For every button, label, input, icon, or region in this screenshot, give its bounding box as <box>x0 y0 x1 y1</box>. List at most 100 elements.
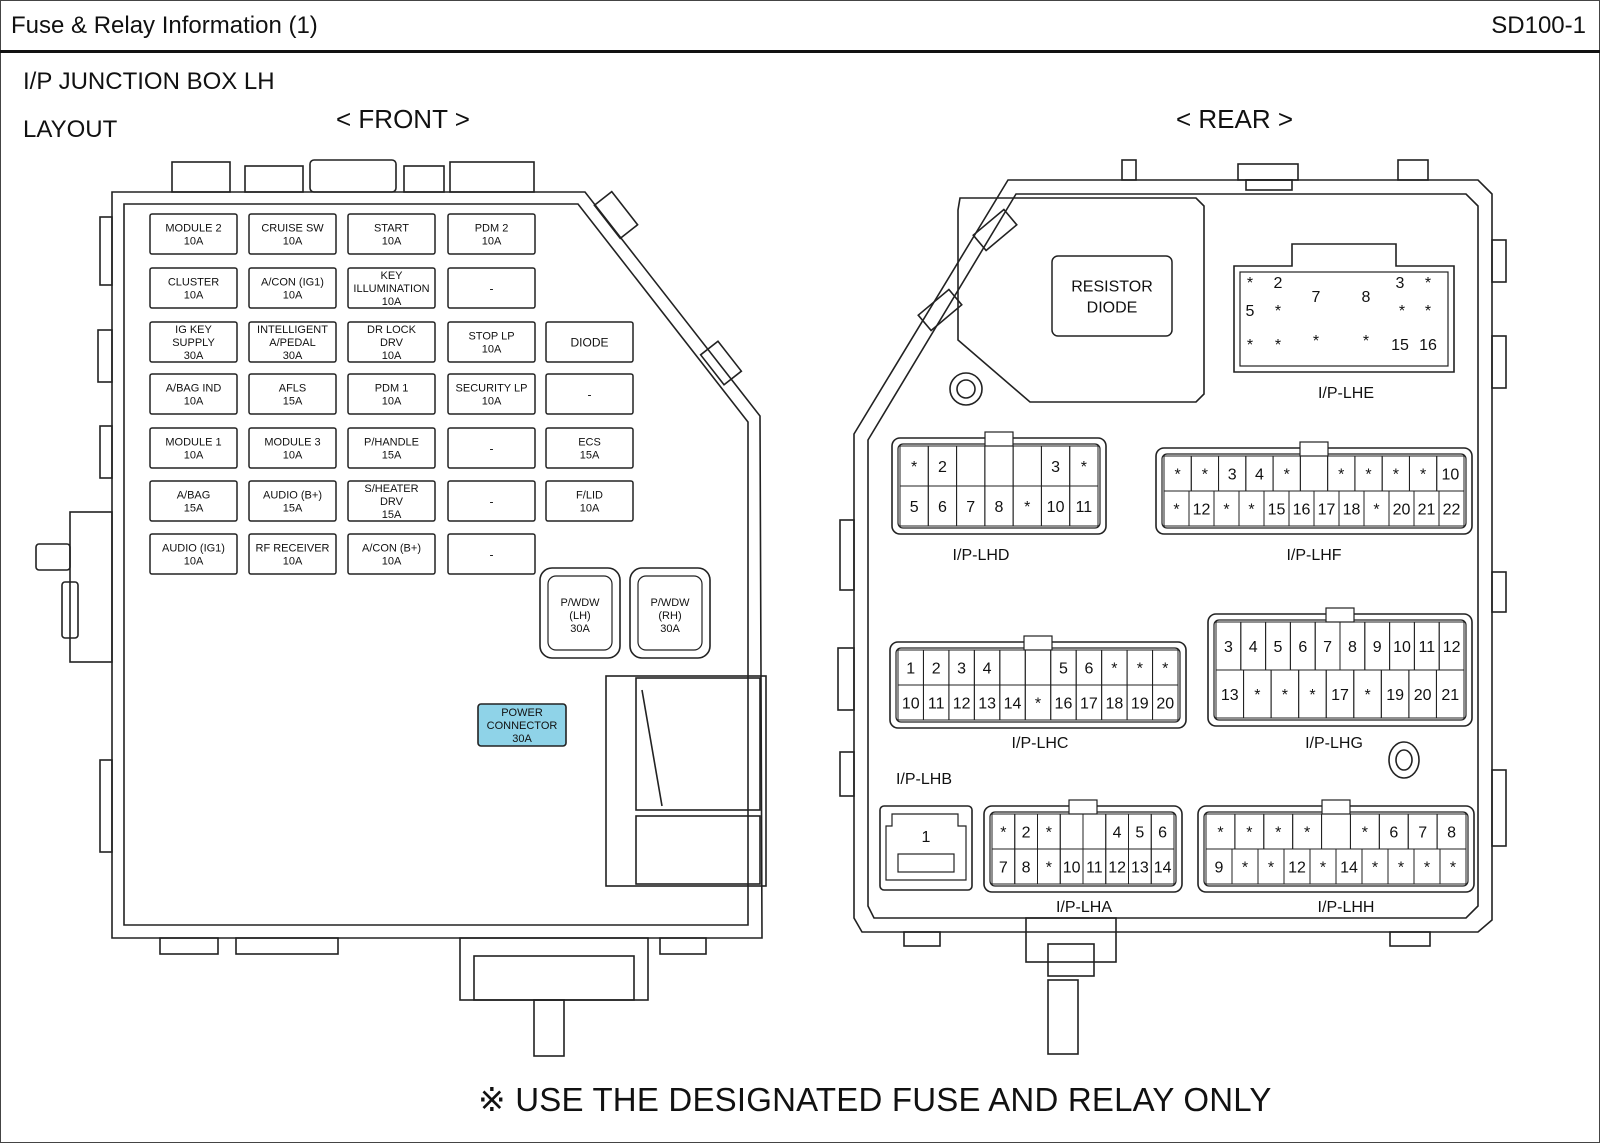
power-connector-label: CONNECTOR <box>487 720 558 732</box>
pin-label: 18 <box>1343 501 1361 518</box>
fuse-label: 15A <box>184 502 204 514</box>
pin-label: 7 <box>1418 824 1427 841</box>
fuse-slot: DIODE <box>545 321 634 363</box>
pin-label: 12 <box>1108 859 1126 876</box>
pin-label: 19 <box>1386 687 1404 704</box>
fuse-label: MODULE 2 <box>165 222 221 234</box>
fuse-label: 10A <box>283 289 303 301</box>
pin-label: 17 <box>1318 501 1336 518</box>
fuse-label: 10A <box>184 235 204 247</box>
pin-label: 13 <box>1131 859 1149 876</box>
fuse-label: 10A <box>382 235 402 247</box>
pin-label: * <box>1024 499 1030 516</box>
connector-lhb: 1I/P-LHB <box>879 771 973 891</box>
pin-label: 13 <box>978 695 996 712</box>
pin-label: 8 <box>995 499 1004 516</box>
fuse-label: 10A <box>482 395 502 407</box>
fuse-label: 10A <box>283 235 303 247</box>
pin-label: * <box>1202 466 1208 483</box>
fuse-label: 10A <box>382 395 402 407</box>
pin-label: 3 <box>957 660 966 677</box>
pin-label: 20 <box>1156 695 1174 712</box>
pin-label: 6 <box>1389 824 1398 841</box>
pin-label: 11 <box>1076 499 1093 516</box>
relay-label: P/WDW <box>560 597 600 609</box>
fuse-label: CRUISE SW <box>261 222 324 234</box>
pin-label: 5 <box>1135 824 1144 841</box>
fuse-label: ILLUMINATION <box>353 283 429 295</box>
relay-label: (RH) <box>658 610 681 622</box>
connector-name: I/P-LHA <box>1056 899 1112 916</box>
pin-label: 17 <box>1331 687 1349 704</box>
fuse-label: F/LID <box>576 489 603 501</box>
pin-label: * <box>911 459 917 476</box>
pin-label: * <box>1450 859 1456 876</box>
pin-label: 7 <box>966 499 975 516</box>
fuse-label: 30A <box>283 350 303 362</box>
fuse-label: ECS <box>578 436 601 448</box>
fuse-label: - <box>490 281 494 295</box>
layout-label: LAYOUT <box>23 116 118 143</box>
pin-label: 20 <box>1414 687 1432 704</box>
pin-label: 3 <box>1051 459 1060 476</box>
pin-label: 9 <box>1373 639 1382 656</box>
pin-label: 13 <box>1221 687 1239 704</box>
fuse-label: START <box>374 222 409 234</box>
fuse-label: 10A <box>184 289 204 301</box>
pin-label: 11 <box>1086 859 1103 876</box>
rear-housing <box>837 159 1507 1055</box>
fuse-label: AUDIO (B+) <box>263 489 322 501</box>
pin-label: * <box>1373 501 1379 518</box>
rear-view-label: < REAR > <box>1176 104 1294 134</box>
pin-label: 22 <box>1443 501 1461 518</box>
pin-label: * <box>1247 275 1253 292</box>
pin-label: 20 <box>1393 501 1411 518</box>
fuse-label: 30A <box>184 350 204 362</box>
pin-label: 5 <box>910 499 919 516</box>
pin-label: * <box>1420 466 1426 483</box>
resistor-diode-label: DIODE <box>1087 299 1138 316</box>
pin-label: * <box>1364 687 1370 704</box>
connector-name: I/P-LHD <box>953 547 1010 564</box>
pin-label: * <box>1081 459 1087 476</box>
fuse-label: AUDIO (IG1) <box>162 542 225 554</box>
pin-label: * <box>1425 303 1431 320</box>
pin-label: 8 <box>1348 639 1357 656</box>
pin-label: 1 <box>906 660 915 677</box>
pin-label: 12 <box>1443 639 1461 656</box>
fuse-label: 15A <box>382 509 402 521</box>
pin-label: * <box>1137 660 1143 677</box>
fuse-label: KEY <box>380 270 403 282</box>
pin-label: 5 <box>1274 639 1283 656</box>
pin-label: 15 <box>1391 337 1409 354</box>
front-view-label: < FRONT > <box>336 104 470 134</box>
fuse-slot: A/CON (IG1)10A <box>248 267 337 309</box>
fuse-label: - <box>588 387 592 401</box>
pin-label: * <box>1362 824 1368 841</box>
pin-label: 14 <box>1340 859 1358 876</box>
pin-label: * <box>1320 859 1326 876</box>
pin-label: 16 <box>1419 337 1437 354</box>
pin-label: 3 <box>1396 275 1405 292</box>
fuse-label: CLUSTER <box>168 276 219 288</box>
fuse-label: 15A <box>283 502 303 514</box>
pin-label: 4 <box>983 660 992 677</box>
fuse-label: A/PEDAL <box>269 337 315 349</box>
fuse-slot: A/CON (B+)10A <box>347 533 436 575</box>
relay: P/WDW(LH)30A <box>539 567 621 659</box>
pin-label: * <box>1313 333 1319 350</box>
fuse-label: 15A <box>382 449 402 461</box>
pin-label: * <box>1399 303 1405 320</box>
pin-label: * <box>1282 687 1288 704</box>
